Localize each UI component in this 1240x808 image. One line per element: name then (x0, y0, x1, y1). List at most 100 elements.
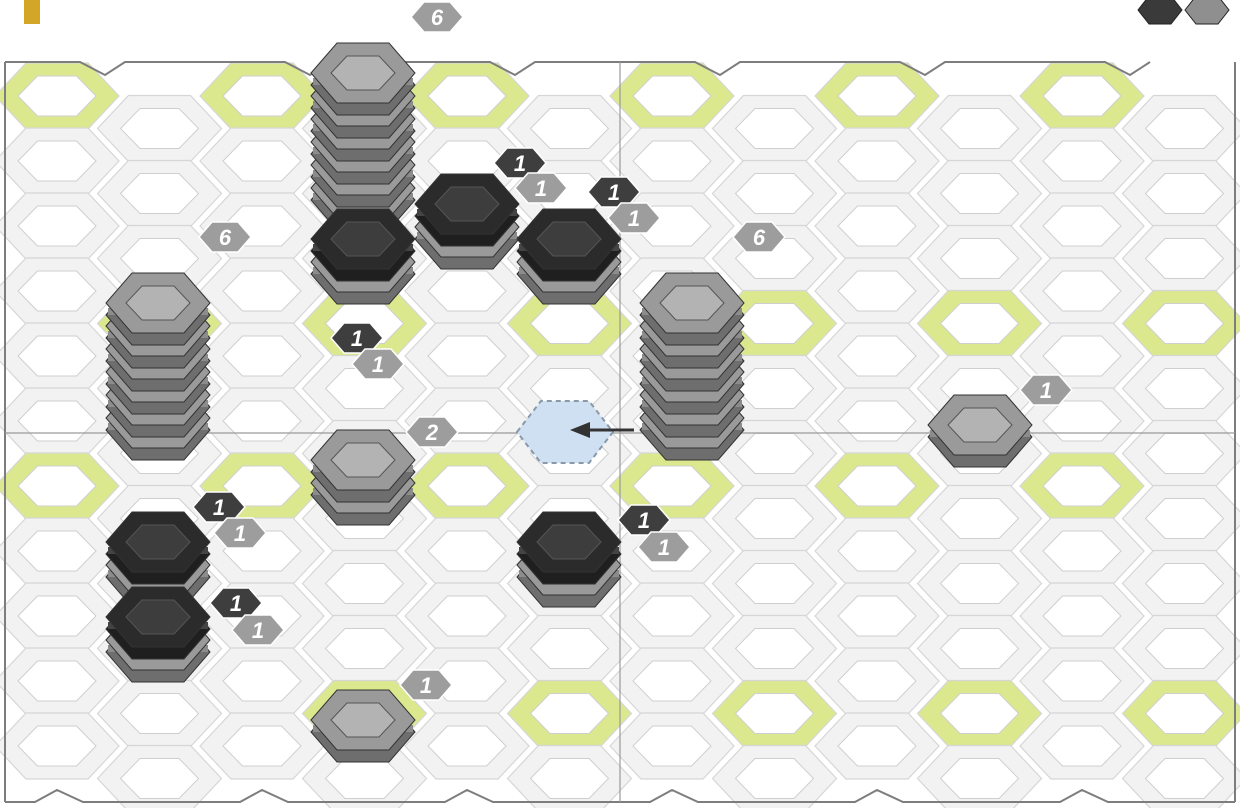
board-cell[interactable] (1020, 648, 1144, 714)
board-cell[interactable] (918, 96, 1042, 162)
count-label: 1 (351, 326, 363, 351)
board-cell[interactable] (918, 551, 1042, 617)
board-cell[interactable] (303, 616, 427, 682)
board-cell[interactable] (815, 583, 939, 649)
board-cell[interactable] (1123, 161, 1240, 227)
board-cell[interactable] (0, 128, 119, 194)
board-cell[interactable] (0, 323, 119, 389)
board-cell[interactable] (405, 518, 529, 584)
board-cell[interactable] (918, 746, 1042, 808)
count-label: 6 (219, 225, 232, 250)
board-cell[interactable] (918, 486, 1042, 552)
stack-top-dark-a[interactable] (311, 209, 415, 304)
board-cell[interactable] (918, 291, 1042, 357)
board-cell[interactable] (713, 551, 837, 617)
player-turn-marker (24, 0, 40, 24)
board-cell[interactable] (200, 648, 324, 714)
board-cell[interactable] (508, 746, 632, 808)
board-cell[interactable] (0, 193, 119, 259)
board-cell[interactable] (815, 128, 939, 194)
board-cell[interactable] (1123, 486, 1240, 552)
board-cell[interactable] (918, 226, 1042, 292)
board-cell[interactable] (1020, 453, 1144, 519)
board-cell[interactable] (1020, 128, 1144, 194)
board-cell[interactable] (1123, 421, 1240, 487)
board-cell[interactable] (0, 648, 119, 714)
board-cell[interactable] (200, 388, 324, 454)
board-cell[interactable] (1123, 616, 1240, 682)
board-cell[interactable] (0, 453, 119, 519)
stack-lower-center-dark[interactable] (517, 512, 621, 607)
board-cell[interactable] (713, 96, 837, 162)
count-label: 1 (420, 673, 432, 698)
board-cell[interactable] (918, 681, 1042, 747)
board-cell[interactable] (713, 616, 837, 682)
count-label: 1 (234, 521, 246, 546)
stack-center-right[interactable] (640, 273, 744, 460)
board-cell[interactable] (508, 616, 632, 682)
board-cell[interactable] (1123, 96, 1240, 162)
board-cell[interactable] (713, 486, 837, 552)
board-cell[interactable] (1123, 746, 1240, 808)
board-cell[interactable] (303, 551, 427, 617)
count-label: 2 (425, 420, 439, 445)
stack-middle-two[interactable] (311, 430, 415, 525)
count-label: 1 (372, 352, 384, 377)
board-cell[interactable] (405, 583, 529, 649)
board-cell[interactable] (713, 161, 837, 227)
board-cell[interactable] (918, 616, 1042, 682)
board-cell[interactable] (508, 681, 632, 747)
board-cell[interactable] (200, 323, 324, 389)
board-cell[interactable] (610, 648, 734, 714)
light-piece-legend-icon (1185, 0, 1229, 24)
board-cell[interactable] (815, 518, 939, 584)
board-cell[interactable] (1123, 291, 1240, 357)
stack-top-dark-c[interactable] (517, 209, 621, 304)
board-cell[interactable] (610, 713, 734, 779)
count-label: 6 (753, 225, 766, 250)
board-cell[interactable] (1020, 193, 1144, 259)
board-cell[interactable] (98, 746, 222, 808)
board-cell[interactable] (0, 518, 119, 584)
board-cell[interactable] (0, 583, 119, 649)
board-cell[interactable] (713, 681, 837, 747)
board-cell[interactable] (918, 161, 1042, 227)
stack-lower-left-dark-b[interactable] (106, 587, 210, 682)
board-cell[interactable] (200, 128, 324, 194)
board-cell[interactable] (815, 323, 939, 389)
board-cell[interactable] (815, 648, 939, 714)
board-cell[interactable] (0, 713, 119, 779)
board-cell[interactable] (815, 713, 939, 779)
stack-left[interactable] (106, 273, 210, 460)
board-cell[interactable] (610, 583, 734, 649)
board-cell[interactable] (405, 713, 529, 779)
board-cell[interactable] (1123, 681, 1240, 747)
count-label: 1 (252, 618, 264, 643)
count-label: 1 (213, 495, 225, 520)
board-cell[interactable] (1020, 713, 1144, 779)
board-cell[interactable] (815, 388, 939, 454)
board-cell[interactable] (1123, 226, 1240, 292)
board-cell[interactable] (405, 323, 529, 389)
board-cell[interactable] (713, 746, 837, 808)
board-cell[interactable] (1020, 583, 1144, 649)
board-cell[interactable] (1020, 518, 1144, 584)
board-cell[interactable] (200, 713, 324, 779)
board-cell[interactable] (98, 681, 222, 747)
dark-piece-legend-icon (1138, 0, 1182, 24)
stack-top-dark-b[interactable] (415, 174, 519, 269)
board-cell[interactable] (815, 193, 939, 259)
board-cell[interactable] (1020, 258, 1144, 324)
board-cell[interactable] (1123, 356, 1240, 422)
board-cell[interactable] (1123, 551, 1240, 617)
board-cell[interactable] (405, 453, 529, 519)
board-cell[interactable] (815, 258, 939, 324)
board-cell[interactable] (815, 453, 939, 519)
stack-top-center[interactable] (311, 43, 415, 230)
board-cell[interactable] (98, 161, 222, 227)
board-cell[interactable] (0, 388, 119, 454)
board-cell[interactable] (0, 258, 119, 324)
board-cell[interactable] (98, 96, 222, 162)
board-cell[interactable] (200, 258, 324, 324)
